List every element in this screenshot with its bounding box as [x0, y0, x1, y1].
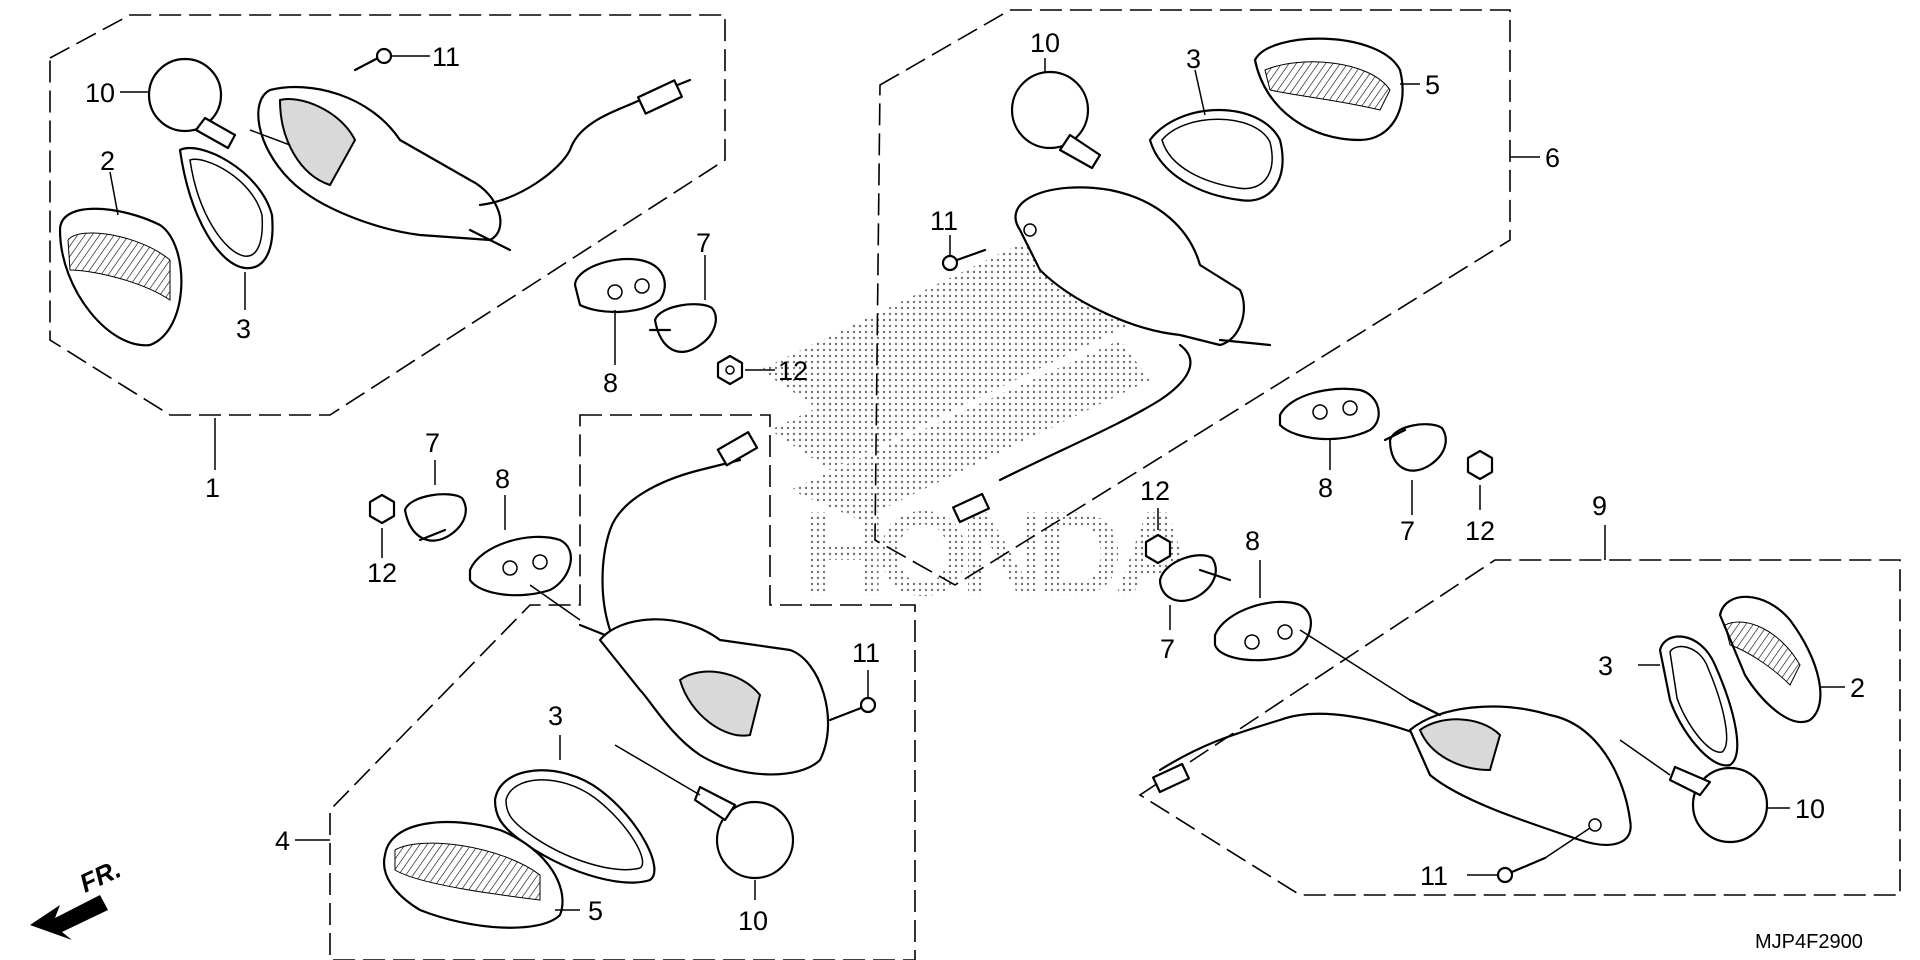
assembly-1-front-left-winker: [49, 14, 775, 470]
screw: [353, 47, 430, 72]
screw: [828, 670, 877, 722]
lens: [58, 171, 183, 347]
grommet: [573, 257, 666, 365]
honda-logo-text: HONDA: [800, 487, 1200, 621]
diagram-code: MJP4F2900: [1755, 931, 1863, 953]
callout-1: 1: [205, 473, 220, 503]
lens: [382, 821, 580, 929]
callout-12: 12: [1140, 476, 1170, 506]
assembly-4-rear-left-winker: [295, 414, 916, 960]
callout-3: 3: [1598, 651, 1613, 681]
callout-8: 8: [1318, 473, 1333, 503]
callout-5: 5: [588, 896, 603, 926]
callout-9: 9: [1592, 491, 1607, 521]
grommet: [1213, 560, 1312, 662]
callout-11: 11: [930, 206, 958, 236]
gasket: [1638, 635, 1739, 767]
bulb: [1619, 739, 1790, 844]
callout-2: 2: [1850, 673, 1865, 703]
bulb: [1010, 58, 1102, 170]
assembly-9-rear-right-winker: [1138, 508, 1901, 896]
callout-12: 12: [367, 558, 397, 588]
callout-11: 11: [432, 42, 460, 72]
callout-2: 2: [100, 146, 115, 176]
callout-labels: 11 10 2 3 8 7 12 1 10 3 5 6 11 8 7 12 7 …: [85, 28, 1865, 936]
assembly-6-front-right-winker: [874, 9, 1540, 586]
winker-body: [1152, 629, 1632, 846]
callout-3: 3: [236, 314, 251, 344]
callout-12: 12: [778, 356, 808, 386]
front-direction-arrow: FR.: [30, 854, 126, 940]
lens: [1718, 595, 1845, 723]
winker-body: [952, 186, 1272, 524]
plate: [403, 460, 467, 542]
nut: [368, 493, 396, 558]
nut: [1466, 449, 1494, 510]
callout-7: 7: [696, 228, 711, 258]
plate: [1383, 423, 1447, 515]
plate: [1158, 554, 1232, 630]
callout-6: 6: [1545, 143, 1560, 173]
gasket: [1148, 69, 1284, 202]
screw: [1467, 827, 1591, 884]
callout-10: 10: [1030, 28, 1060, 58]
callout-8: 8: [1245, 526, 1260, 556]
grommet: [468, 495, 572, 597]
screw: [941, 235, 987, 272]
winker-body: [529, 431, 830, 776]
callout-7: 7: [1400, 516, 1415, 546]
bulb: [120, 57, 237, 150]
nut: [716, 354, 775, 386]
callout-11: 11: [852, 638, 880, 668]
callout-7: 7: [425, 428, 440, 458]
callout-10: 10: [738, 906, 768, 936]
callout-4: 4: [275, 826, 290, 856]
callout-3: 3: [1186, 44, 1201, 74]
callout-8: 8: [495, 464, 510, 494]
plate: [648, 255, 717, 353]
bulb: [614, 744, 795, 900]
front-label: FR.: [75, 854, 126, 899]
callout-12: 12: [1465, 516, 1495, 546]
callout-7: 7: [1160, 634, 1175, 664]
callout-11: 11: [1420, 861, 1448, 891]
grommet: [1278, 387, 1380, 470]
winker-body: [249, 78, 692, 252]
callout-10: 10: [1795, 794, 1825, 824]
callout-5: 5: [1425, 70, 1440, 100]
callout-3: 3: [548, 701, 563, 731]
nut: [1144, 508, 1172, 565]
callout-8: 8: [603, 368, 618, 398]
lens: [1253, 37, 1420, 142]
gasket: [493, 735, 656, 884]
callout-10: 10: [85, 78, 115, 108]
gasket: [178, 147, 274, 310]
